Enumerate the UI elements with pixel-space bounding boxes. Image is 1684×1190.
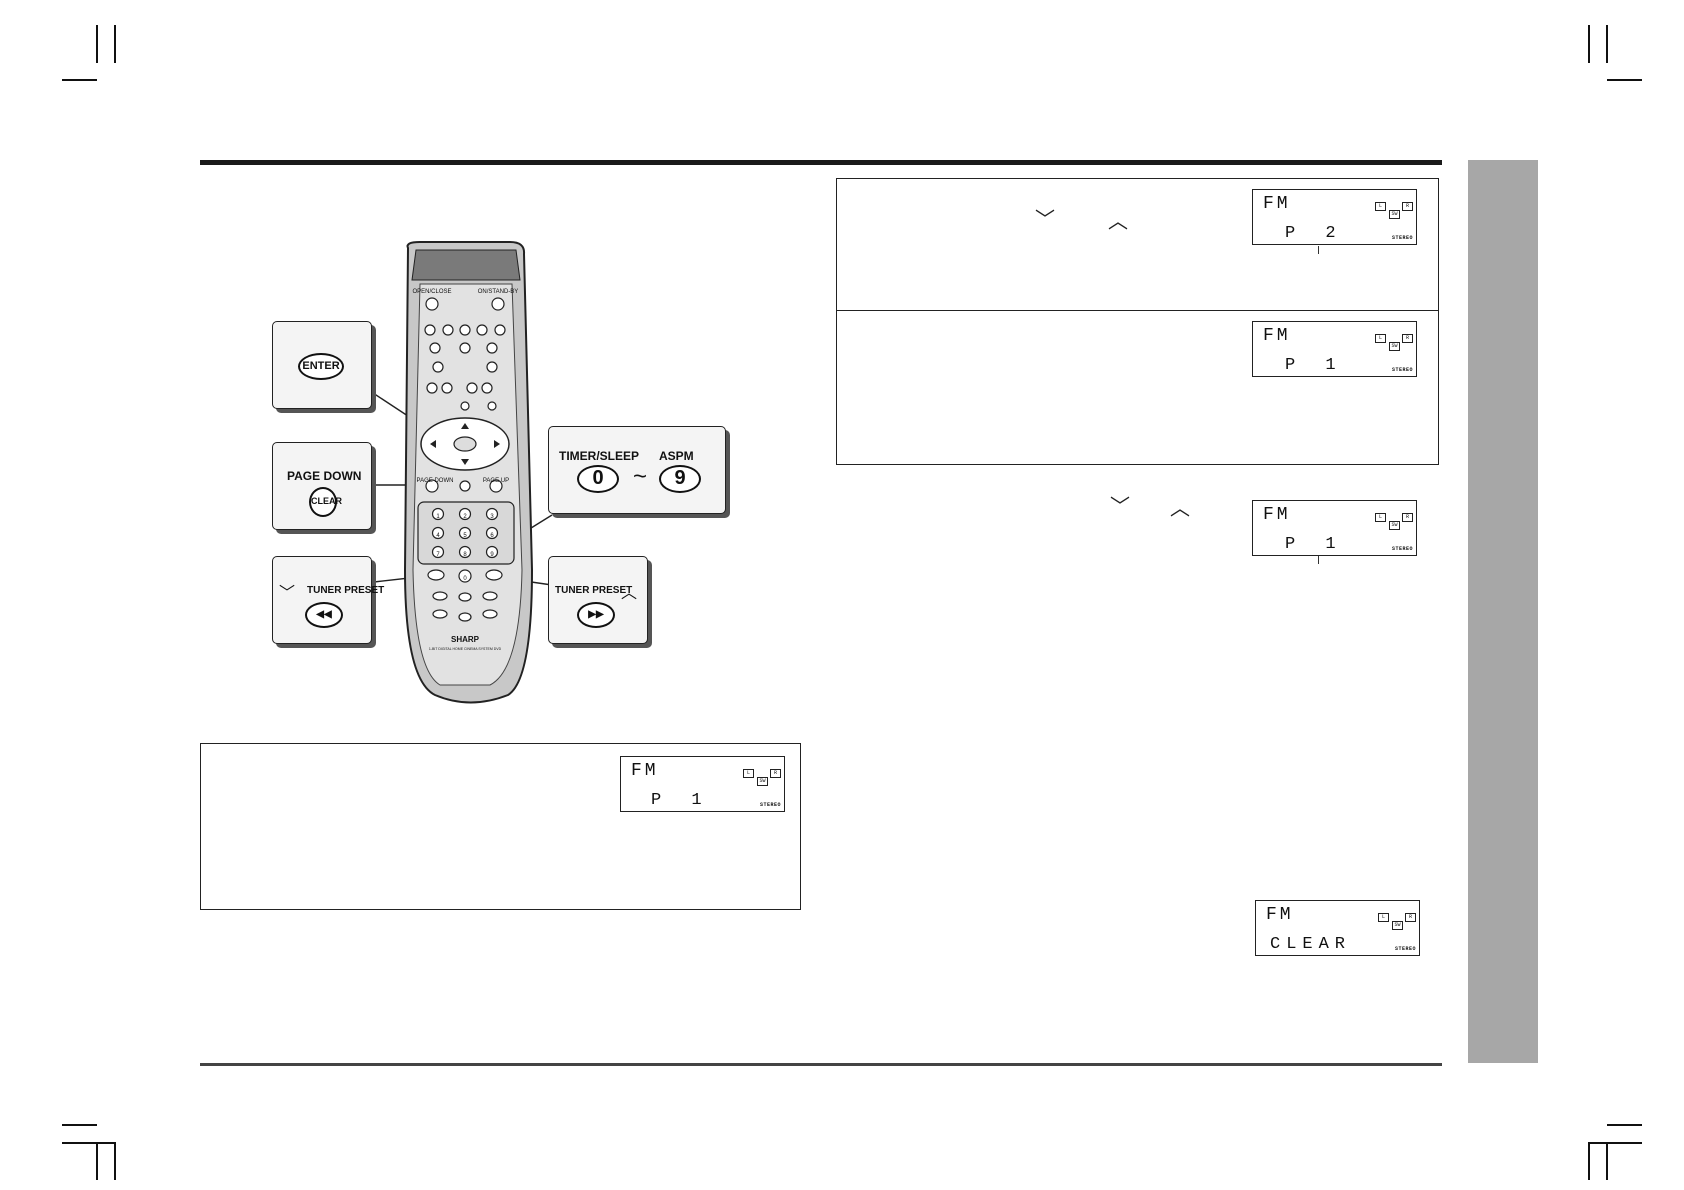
lcd-left-indicator: L	[1375, 202, 1386, 211]
timer-sleep-label: TIMER/SLEEP	[559, 449, 640, 463]
remote-control-illustration: OPEN/CLOSE ON/STAND-BY PAGE DOWN PAGE UP…	[372, 241, 553, 704]
remote-digit-8: 8	[463, 552, 467, 558]
remote-digit-1: 1	[436, 514, 440, 520]
tuner-preset-up-callout: TUNER PRESET ︿ ▶▶	[548, 556, 648, 644]
tuner-preset-up-label: TUNER PRESET	[555, 585, 633, 596]
remote-digit-7: 7	[436, 552, 440, 558]
remote-digit-2: 2	[463, 514, 467, 520]
chevron-up-icon: ︿	[1108, 211, 1128, 233]
tuner-preset-down-callout: ﹀ TUNER PRESET ◀◀	[272, 556, 384, 644]
fast-forward-button[interactable]: ▶▶	[577, 602, 615, 628]
chevron-down-icon: ﹀	[1110, 496, 1130, 518]
lcd-stereo: STEREO	[759, 802, 781, 808]
remote-subtitle: 1-BIT DIGITAL HOME CINEMA SYSTEM DVD	[429, 647, 502, 651]
lcd-left-indicator: L	[1375, 513, 1386, 522]
header-rule	[200, 160, 1442, 165]
chevron-down-icon: ﹀	[279, 585, 296, 602]
lcd-channel: P 1	[651, 791, 712, 810]
lcd-stereo: STEREO	[1391, 367, 1413, 373]
lcd-left-indicator: L	[743, 769, 754, 778]
remote-brand: SHARP	[451, 635, 480, 644]
lcd-right-indicator: R	[770, 769, 781, 778]
lcd-band: FM	[1263, 194, 1291, 214]
lcd-left-indicator: L	[1378, 913, 1389, 922]
lcd-right-indicator: R	[1402, 513, 1413, 522]
lcd-sw-indicator: SW	[757, 777, 768, 786]
remote-open-close-label: OPEN/CLOSE	[412, 289, 451, 295]
lcd-display-2: FM L R SW P 2 STEREO	[1252, 189, 1417, 245]
lcd-display-4: FM L R SW P 1 STEREO	[1252, 500, 1417, 556]
chevron-down-icon: ﹀	[1035, 209, 1055, 231]
lcd-pointer	[1318, 556, 1319, 564]
remote-power-label: ON/STAND-BY	[478, 289, 519, 295]
page-down-label: PAGE DOWN	[287, 469, 362, 483]
remote-digit-4: 4	[436, 533, 440, 539]
lcd-stereo: STEREO	[1391, 235, 1413, 241]
remote-page-down-label: PAGE DOWN	[417, 478, 454, 484]
aspm-label: ASPM	[659, 449, 694, 463]
lcd-stereo: STEREO	[1394, 946, 1416, 952]
side-tab	[1468, 160, 1538, 1063]
lcd-channel: P 1	[1285, 535, 1346, 554]
enter-callout: ENTER	[272, 321, 372, 409]
remote-digit-6: 6	[490, 533, 494, 539]
chevron-up-icon: ︿	[621, 585, 638, 602]
remote-digit-3: 3	[490, 514, 494, 520]
remote-digit-0: 0	[463, 576, 467, 582]
lcd-sw-indicator: SW	[1389, 342, 1400, 351]
lcd-sw-indicator: SW	[1389, 521, 1400, 530]
lcd-right-indicator: R	[1402, 202, 1413, 211]
page-down-callout: PAGE DOWN CLEAR	[272, 442, 372, 530]
remote-page-up-label: PAGE UP	[483, 478, 509, 484]
range-tilde: ~	[633, 463, 648, 490]
lcd-sw-indicator: SW	[1392, 921, 1403, 930]
lcd-display-1: FM L R SW P 1 STEREO	[620, 756, 785, 812]
lcd-band: FM	[1266, 905, 1294, 925]
lcd-band: FM	[1263, 326, 1291, 346]
tuner-preset-down-label: TUNER PRESET	[307, 585, 385, 596]
lcd-channel: P 1	[1285, 356, 1346, 375]
lcd-band: FM	[631, 761, 659, 781]
lcd-right-indicator: R	[1405, 913, 1416, 922]
key-0-button[interactable]: 0	[577, 465, 619, 493]
key-9-button[interactable]: 9	[659, 465, 701, 493]
lcd-channel: P 2	[1285, 224, 1346, 243]
remote-digit-5: 5	[463, 533, 467, 539]
lcd-band: FM	[1263, 505, 1291, 525]
lcd-pointer	[1318, 246, 1319, 254]
chevron-up-icon: ︿	[1170, 498, 1190, 520]
clear-button[interactable]: CLEAR	[309, 487, 342, 517]
footer-rule	[200, 1063, 1442, 1066]
lcd-right-indicator: R	[1402, 334, 1413, 343]
lcd-left-indicator: L	[1375, 334, 1386, 343]
number-keys-callout: TIMER/SLEEP ASPM 0 ~ 9	[548, 426, 726, 514]
lcd-display-3: FM L R SW P 1 STEREO	[1252, 321, 1417, 377]
enter-button[interactable]: ENTER	[298, 353, 344, 380]
lcd-stereo: STEREO	[1391, 546, 1413, 552]
step-frame-left	[200, 743, 801, 910]
lcd-display-5: FM L R SW CLEAR STEREO	[1255, 900, 1420, 956]
rewind-button[interactable]: ◀◀	[305, 602, 343, 628]
remote-digit-9: 9	[490, 552, 494, 558]
lcd-sw-indicator: SW	[1389, 210, 1400, 219]
lcd-channel: CLEAR	[1270, 935, 1352, 954]
